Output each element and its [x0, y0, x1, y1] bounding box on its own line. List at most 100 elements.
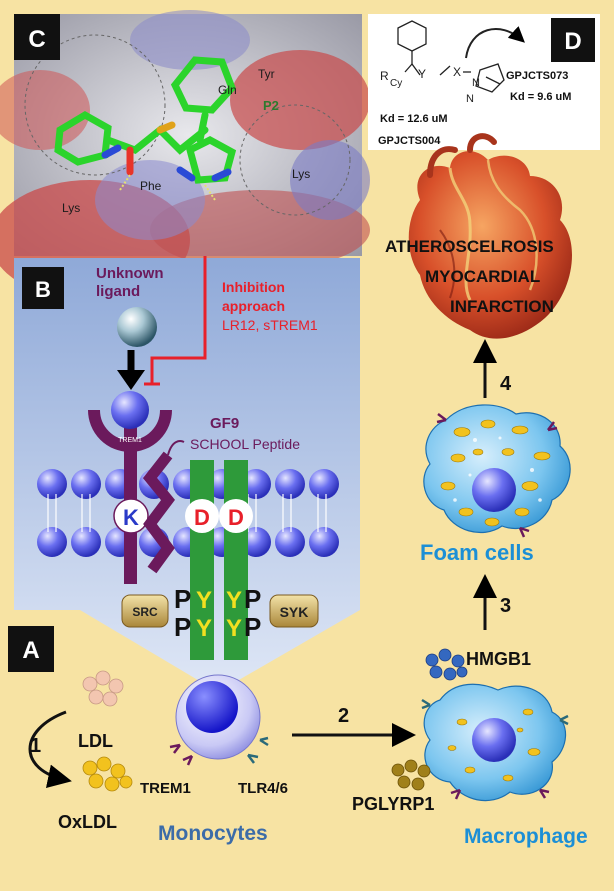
- monocyte-nucleus: [186, 681, 238, 733]
- compound-left-name: GPJCTS004: [378, 135, 441, 147]
- gf9-label: GF9: [210, 415, 239, 432]
- inhibition-line: [150, 256, 207, 384]
- oxldl-label: OxLDL: [58, 812, 117, 832]
- membrane-head-bottom-0: [37, 527, 67, 557]
- compound-right-name: GPJCTS073: [506, 70, 568, 82]
- unknown-ligand-ball: [117, 307, 157, 347]
- hmgb1-cluster: [425, 648, 468, 681]
- chem-n1-label: N: [472, 77, 480, 89]
- panel-d-letter: D: [564, 28, 581, 55]
- panel-a-pathway: A LDL OxLDL 1: [8, 133, 588, 848]
- chem-cy-label: Cy: [390, 78, 402, 89]
- ligand-binding-arrow: [117, 370, 145, 390]
- itam-phosphorylation: P Y Y P P Y Y P: [174, 584, 261, 642]
- pglyrp1-label: PGLYRP1: [352, 794, 434, 814]
- step-2-label: 2: [338, 705, 349, 727]
- hmgb1-label: HMGB1: [466, 649, 531, 669]
- compound-left-kd: Kd = 12.6 uM: [380, 113, 448, 125]
- step-4-label: 4: [500, 373, 512, 395]
- panel-d-tag: [551, 18, 595, 62]
- inhibition-label-2: approach: [222, 298, 285, 314]
- outcome-label-2: MYOCARDIAL: [425, 267, 540, 286]
- outcome-label-3: INFARCTION: [450, 297, 554, 316]
- p-mark-3: P: [174, 612, 191, 642]
- residue-lys-right-label: Lys: [292, 167, 310, 181]
- d-residue-left: [185, 499, 219, 533]
- p-mark-4: P: [244, 612, 261, 642]
- foam-cell-lipids: [440, 419, 551, 527]
- membrane-head-top-7: [275, 469, 305, 499]
- membrane-head-top-0: [37, 469, 67, 499]
- panel-d-chemistry: R Cy Y X N N Kd = 12.6 uM GPJCTS004 GPJC…: [368, 14, 600, 150]
- macrophage-label: Macrophage: [464, 825, 588, 848]
- panel-a-tag: [8, 626, 54, 672]
- foam-cell-nucleus: [472, 468, 516, 512]
- membrane-head-bottom-8: [309, 527, 339, 557]
- monocyte-tlr-receptors: [247, 736, 269, 764]
- membrane-head-bottom-1: [71, 527, 101, 557]
- step-1-label: 1: [30, 735, 41, 757]
- inhibition-label-1: Inhibition: [222, 279, 285, 295]
- macrophage-lipids: [447, 708, 541, 782]
- trem1-ligand-bound: [111, 391, 149, 429]
- panel-b-tag: [22, 267, 64, 309]
- residue-tyr-label: Tyr: [258, 67, 275, 81]
- unknown-ligand-label-1: Unknown: [96, 265, 164, 282]
- p-mark-1: P: [174, 584, 191, 614]
- membrane-head-bottom-6: [241, 527, 271, 557]
- ldl-particles: [82, 670, 124, 707]
- src-kinase: [121, 594, 169, 628]
- dap12-chain-right: [224, 460, 248, 660]
- panel-c-docking: Tyr Gln P2 Lys Lys Phe C: [0, 10, 370, 300]
- panel-a-letter: A: [22, 637, 39, 664]
- trem1-receptor-label: TREM1: [118, 437, 142, 444]
- k-residue: [113, 498, 149, 534]
- residue-gln-label: Gln: [218, 83, 237, 97]
- outcome-label-1: ATHEROSCELROSIS: [385, 237, 554, 256]
- step-3-label: 3: [500, 595, 511, 617]
- heart-image: [408, 133, 572, 339]
- src-label: SRC: [132, 605, 158, 619]
- membrane-head-top-6: [241, 469, 271, 499]
- dap12-chain-left: [190, 460, 214, 660]
- membrane-head-top-8: [309, 469, 339, 499]
- y-mark-3: Y: [196, 615, 212, 642]
- pocket-p2-label: P2: [263, 98, 279, 113]
- y-mark-1: Y: [196, 587, 212, 614]
- monocyte-trem1-receptors: [169, 743, 194, 766]
- monocytes-label: Monocytes: [158, 822, 268, 845]
- unknown-ligand-label-2: ligand: [96, 283, 140, 300]
- chem-x-label: X: [453, 65, 461, 79]
- syk-label: SYK: [280, 604, 309, 620]
- panel-b-receptor: B Unknown ligand Inhibition approach LR1…: [14, 256, 360, 692]
- chem-y-label: Y: [418, 67, 426, 81]
- syk-kinase: [269, 594, 319, 628]
- school-peptide-label: SCHOOL Peptide: [190, 436, 300, 452]
- membrane-head-bottom-7: [275, 527, 305, 557]
- ldl-label: LDL: [78, 731, 113, 751]
- panel-c-tag: [14, 14, 60, 60]
- chem-n2-label: N: [466, 93, 474, 105]
- d-residue-left-label: D: [194, 505, 210, 530]
- gf9-peptide: [142, 451, 175, 574]
- inhibition-label-3: LR12, sTREM1: [222, 317, 318, 333]
- pglyrp1-cluster: [391, 759, 431, 791]
- y-mark-4: Y: [226, 615, 242, 642]
- foam-cells-label: Foam cells: [420, 540, 534, 565]
- trem1-monocyte-label: TREM1: [140, 780, 191, 797]
- tlr-label: TLR4/6: [238, 780, 288, 797]
- p-mark-2: P: [244, 584, 261, 614]
- arrow-step-1: [28, 710, 72, 789]
- d-residue-right: [219, 499, 253, 533]
- y-mark-2: Y: [226, 587, 242, 614]
- d-residue-right-label: D: [228, 505, 244, 530]
- panel-c-letter: C: [28, 26, 45, 53]
- chem-r-label: R: [380, 69, 389, 83]
- residue-phe-label: Phe: [140, 179, 162, 193]
- macrophage-nucleus: [472, 718, 516, 762]
- oxldl-particles: [82, 756, 133, 792]
- membrane-head-top-1: [71, 469, 101, 499]
- compound-right-kd: Kd = 9.6 uM: [510, 91, 571, 103]
